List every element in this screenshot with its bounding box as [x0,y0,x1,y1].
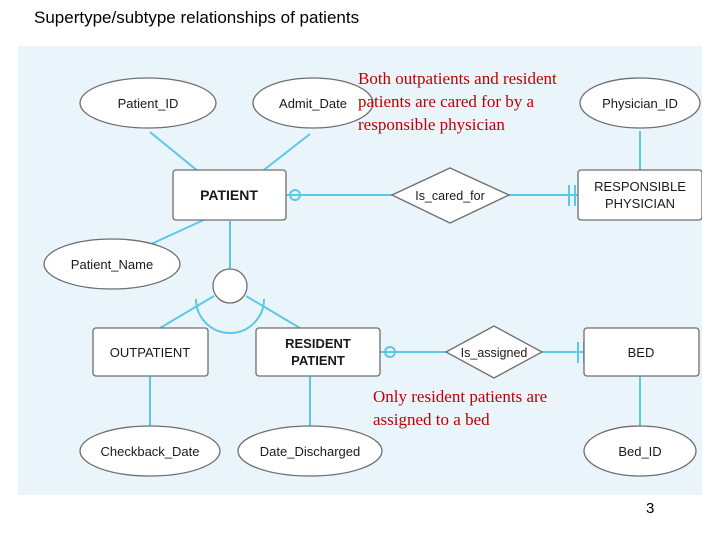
attribute-label: Patient_Name [71,257,153,272]
page-title: Supertype/subtype relationships of patie… [34,8,360,27]
entity-label: PATIENT [200,187,258,203]
entity-label: BED [628,345,655,360]
page-number: 3 [646,500,655,517]
attribute-label: Checkback_Date [101,444,200,459]
attribute-patient-name: Patient_Name [43,238,181,290]
entity-patient: PATIENT [172,169,287,221]
entity-outpatient: OUTPATIENT [92,327,209,377]
relationship-is-assigned: Is_assigned [444,325,544,379]
attribute-physician-id: Physician_ID [579,77,701,129]
entity-responsible-physician: RESPONSIBLE PHYSICIAN [577,169,702,221]
attribute-checkback-date: Checkback_Date [79,425,221,477]
entity-label-line2: PHYSICIAN [605,196,675,211]
relationship-label: Is_cared_for [415,189,484,203]
annotation-note-physician: Both outpatients and resident patients a… [358,69,557,134]
attribute-label: Patient_ID [118,96,179,111]
entity-label-line1: RESPONSIBLE [594,179,686,194]
attribute-label: Bed_ID [618,444,661,459]
entity-label: OUTPATIENT [110,345,190,360]
attribute-bed-id: Bed_ID [583,425,697,477]
attribute-patient-id: Patient_ID [79,77,217,129]
subtype-circle-icon [212,268,248,304]
entity-bed: BED [583,327,700,377]
attribute-admit-date: Admit_Date [252,77,374,129]
relationship-is-cared-for: Is_cared_for [390,167,511,224]
diagram-canvas: .conn{stroke:#5bc8e8;stroke-width:2;fill… [18,46,702,495]
attribute-label: Physician_ID [602,96,678,111]
connectors [113,131,641,426]
entity-resident-patient: RESIDENT PATIENT [255,327,381,377]
annotation-note-bed: Only resident patients are assigned to a… [373,387,548,429]
attribute-label: Admit_Date [279,96,347,111]
attribute-date-discharged: Date_Discharged [237,425,383,477]
entity-label-line2: PATIENT [291,353,345,368]
relationship-label: Is_assigned [461,346,528,360]
entity-label-line1: RESIDENT [285,336,351,351]
attribute-label: Date_Discharged [260,444,360,459]
